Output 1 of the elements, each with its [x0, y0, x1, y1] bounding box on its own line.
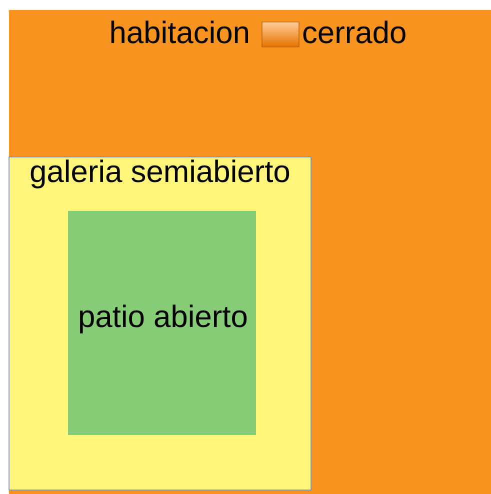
patio-box: patio abierto: [68, 211, 256, 435]
